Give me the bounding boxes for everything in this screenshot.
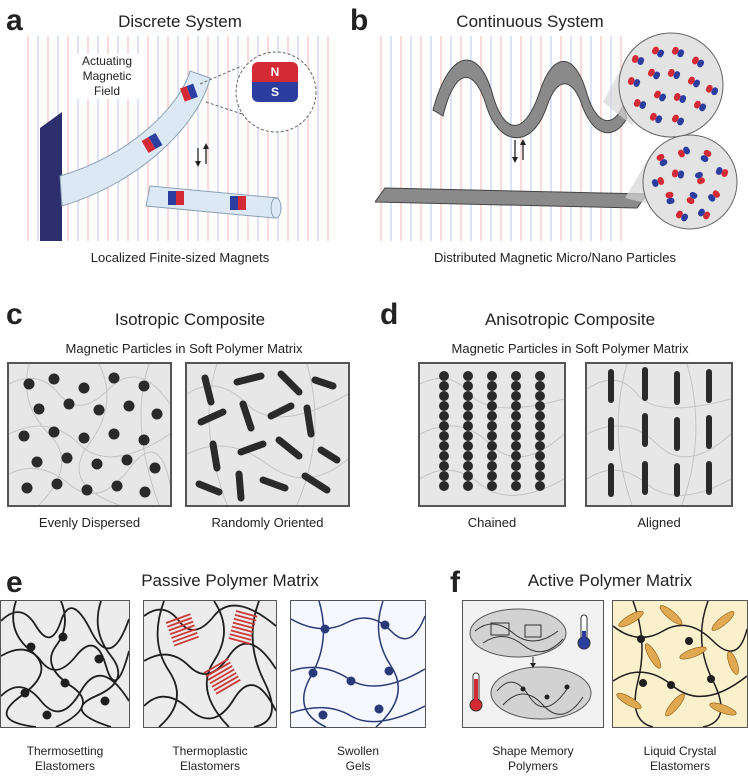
panel-d-subtitle: Magnetic Particles in Soft Polymer Matri… bbox=[451, 341, 689, 356]
actuating-field-label: Actuating Magnetic Field bbox=[74, 54, 140, 99]
panel-f-label: f bbox=[450, 566, 460, 599]
magnet-4 bbox=[230, 196, 246, 210]
magnet-3 bbox=[168, 191, 184, 205]
randomly-oriented-box bbox=[185, 362, 350, 507]
panel-c-caption-right: Randomly Oriented bbox=[211, 515, 324, 530]
panel-a-title: Discrete System bbox=[118, 12, 242, 31]
panel-b-title: Continuous System bbox=[456, 12, 604, 31]
chained-box bbox=[418, 362, 566, 507]
panel-d-caption-right: Aligned bbox=[637, 515, 681, 530]
hot-thermometer-icon bbox=[469, 672, 483, 712]
panel-b-label: b bbox=[350, 4, 369, 37]
panel-a-caption: Localized Finite-sized Magnets bbox=[90, 250, 270, 265]
evenly-dispersed-box bbox=[7, 362, 172, 507]
cold-thermometer-icon bbox=[577, 614, 591, 650]
panel-c-label: c bbox=[6, 298, 23, 331]
thermoplastic-box bbox=[143, 600, 277, 728]
panel-e-label: e bbox=[6, 566, 23, 599]
magnet-2 bbox=[141, 132, 163, 154]
panel-c-caption-left: Evenly Dispersed bbox=[38, 515, 141, 530]
flat-sheet bbox=[375, 187, 648, 209]
particle-zoom-bottom bbox=[640, 132, 740, 232]
panel-d-label: d bbox=[380, 298, 399, 331]
liquid-crystal-box bbox=[612, 600, 748, 728]
bent-tube bbox=[59, 70, 211, 207]
particle-zoom-top bbox=[616, 30, 726, 140]
fixed-wall bbox=[40, 112, 62, 241]
panel-e-title: Passive Polymer Matrix bbox=[141, 571, 319, 590]
swollen-gel-box bbox=[290, 600, 426, 728]
thermosetting-box bbox=[0, 600, 130, 728]
panel-c-subtitle: Magnetic Particles in Soft Polymer Matri… bbox=[65, 341, 303, 356]
panel-a-label: a bbox=[6, 4, 23, 37]
shape-memory-box bbox=[462, 600, 604, 728]
magnet-zoom-cylinder: N S bbox=[252, 62, 298, 102]
panel-f-title: Active Polymer Matrix bbox=[527, 571, 693, 590]
panel-b-caption: Distributed Magnetic Micro/Nano Particle… bbox=[433, 250, 677, 265]
wavy-sheet bbox=[432, 59, 628, 139]
panel-c-title: Isotropic Composite bbox=[114, 310, 266, 329]
panel-d-caption-left: Chained bbox=[467, 515, 517, 530]
aligned-box bbox=[585, 362, 733, 507]
panel-d-title: Anisotropic Composite bbox=[484, 310, 656, 329]
magnet-1 bbox=[179, 83, 198, 102]
